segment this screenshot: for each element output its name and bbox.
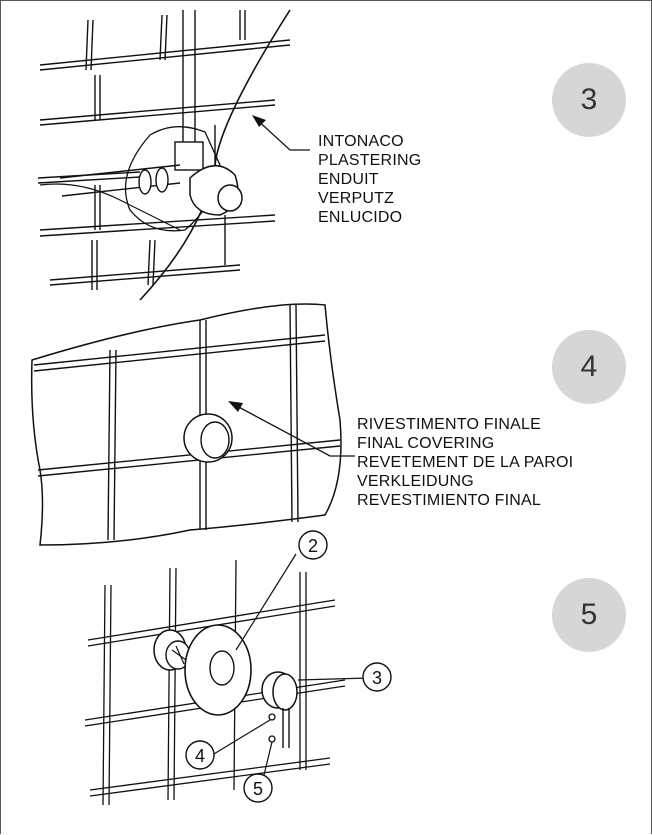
step-number-5: 5 xyxy=(552,578,626,652)
label-it: RIVESTIMENTO FINALE xyxy=(357,416,541,433)
step-number-3: 3 xyxy=(552,63,626,137)
label-en: FINAL COVERING xyxy=(357,435,495,452)
label-fr: REVETEMENT DE LA PAROI xyxy=(357,454,574,471)
label-it: INTONACO xyxy=(318,133,404,150)
label-es: REVESTIMIENTO FINAL xyxy=(357,492,541,509)
part-callout-5: 5 xyxy=(253,779,263,799)
part-callout-2: 2 xyxy=(308,536,318,556)
label-en: PLASTERING xyxy=(318,152,422,169)
label-de: VERKLEIDUNG xyxy=(357,473,474,490)
label-de: VERPUTZ xyxy=(318,190,395,207)
step-number-4: 4 xyxy=(552,330,626,404)
part-callout-3: 3 xyxy=(372,668,382,688)
plastering-label: INTONACO PLASTERING ENDUIT VERPUTZ ENLUC… xyxy=(318,132,421,227)
covering-label: RIVESTIMENTO FINALE FINAL COVERING REVET… xyxy=(357,415,573,510)
part-callout-4: 4 xyxy=(195,746,205,766)
label-fr: ENDUIT xyxy=(318,171,379,188)
label-es: ENLUCIDO xyxy=(318,209,403,226)
